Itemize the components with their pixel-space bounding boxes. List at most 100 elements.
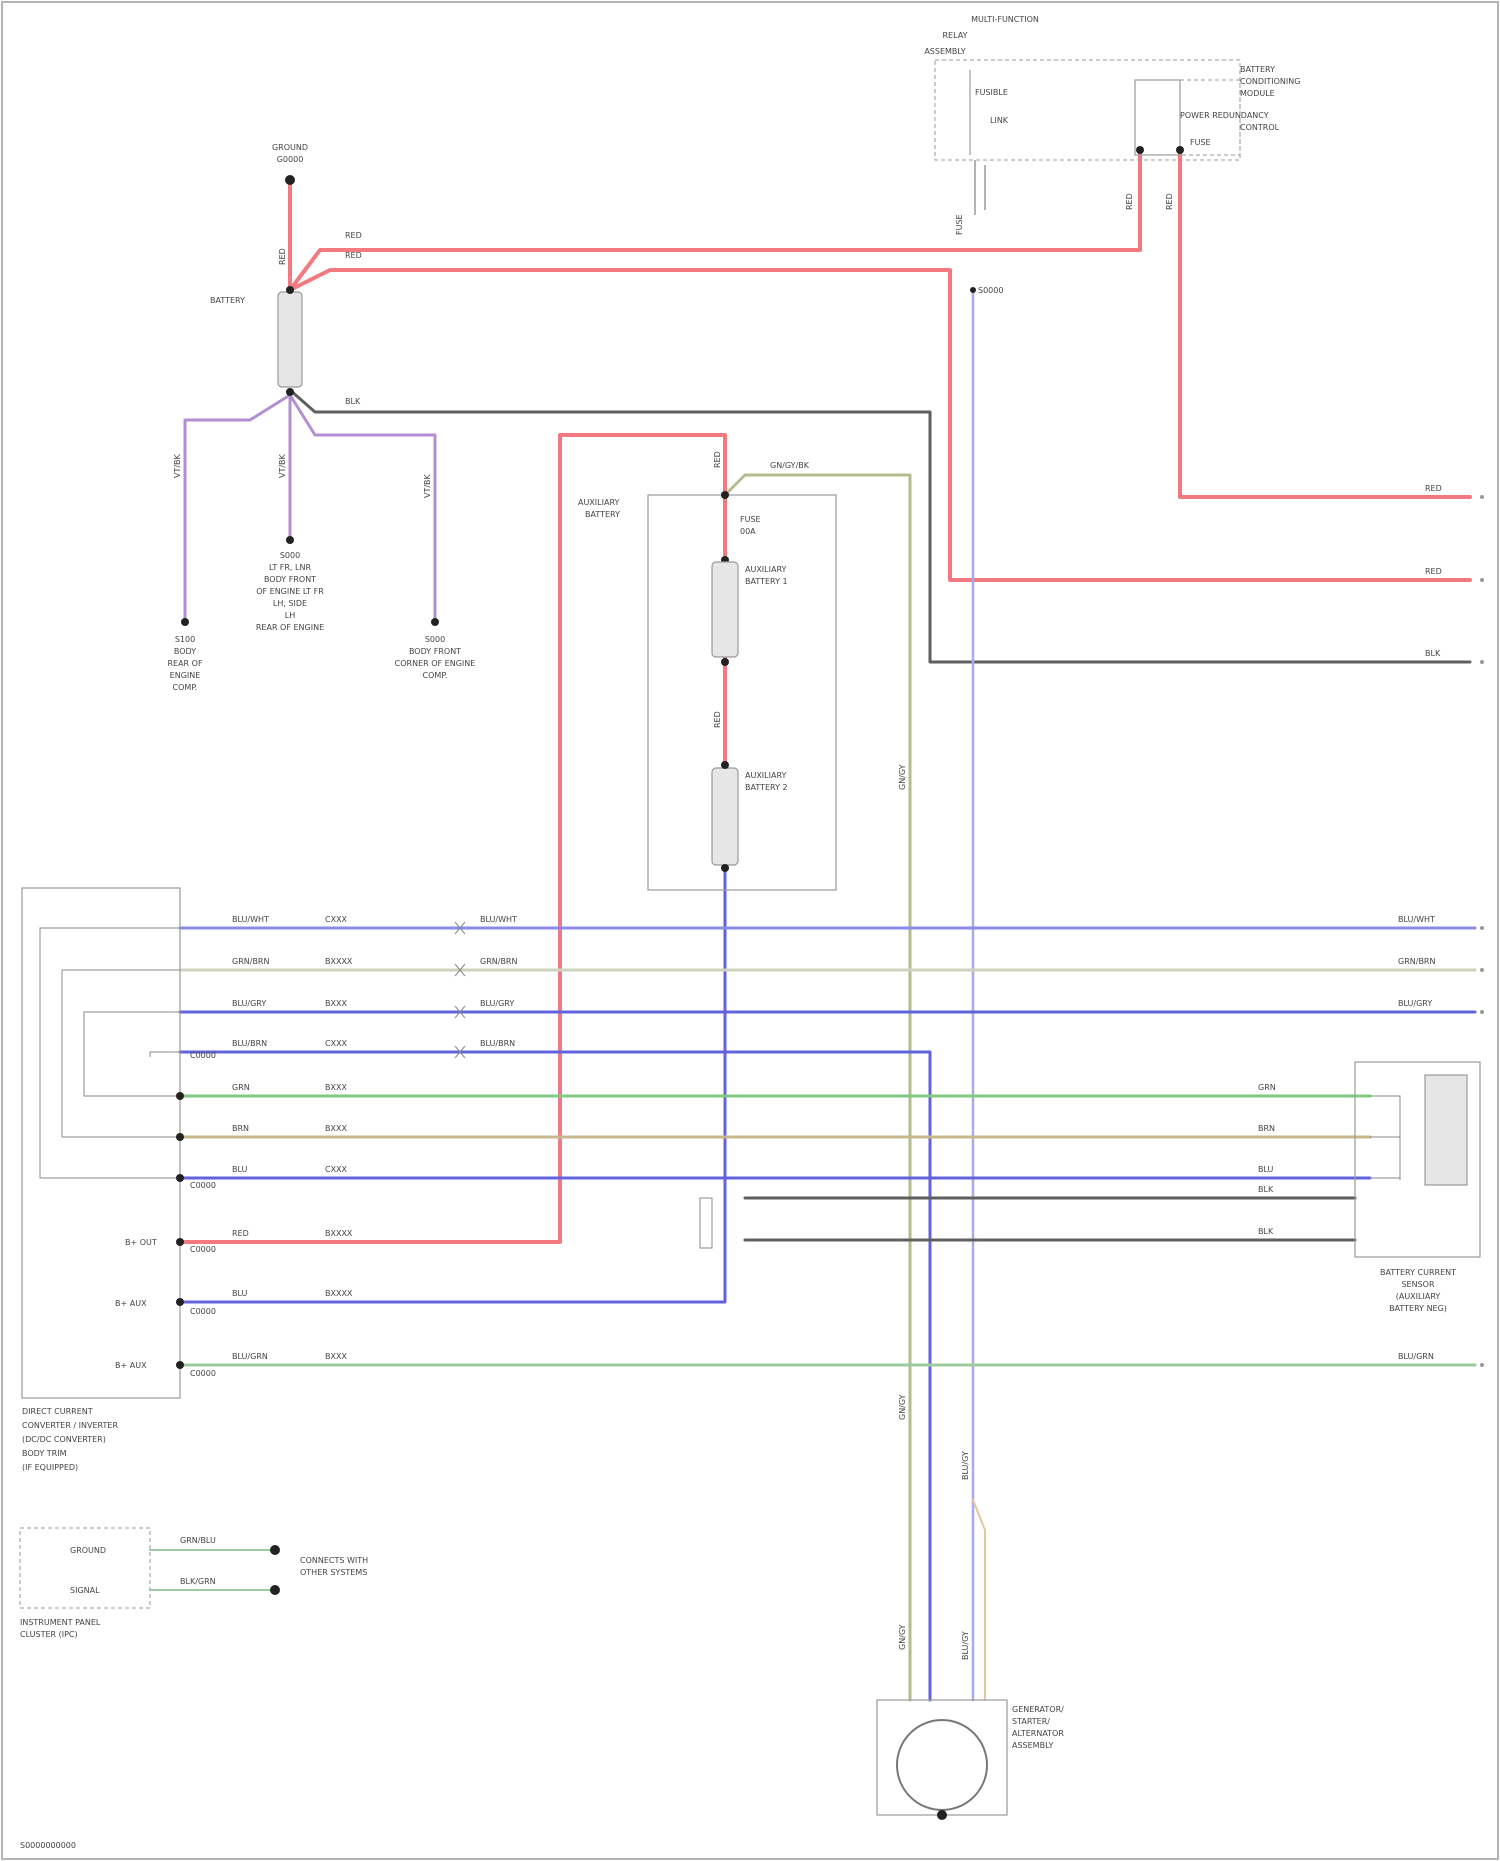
aux-fuse-label-2: 00A (740, 527, 756, 536)
row2-mid: BXXXX (325, 957, 353, 966)
wire-label-red-bcm-2: RED (1165, 193, 1174, 210)
row12-mid: BXXX (325, 1352, 347, 1361)
row4-mid: CXXX (325, 1039, 348, 1048)
row11-left: BLU (232, 1289, 248, 1298)
row7-end: BLU (1258, 1165, 1274, 1174)
row8-end: BLK (1258, 1185, 1274, 1194)
ground-label-2: G0000 (277, 155, 304, 164)
s2-label: S000 LT FR, LNR BODY FRONT OF ENGINE LT … (256, 551, 324, 632)
wire-red-right-1 (1180, 150, 1470, 497)
module-pin-baux-2: B+ AUX (115, 1361, 147, 1370)
aux-cell1-dot (721, 658, 729, 666)
motor-ground-dot (937, 1810, 947, 1820)
wire-label-green-vert-2: GN/GY (898, 1394, 907, 1420)
row12-left: BLU/GRN (232, 1352, 268, 1361)
row2-right: GRN/BRN (480, 957, 517, 966)
row9-end: BLK (1258, 1227, 1274, 1236)
row1-end: BLU/WHT (1398, 915, 1435, 924)
svg-text:POWER REDUNDANCY: POWER REDUNDANCY (1180, 111, 1269, 120)
svg-text:(AUXILIARY: (AUXILIARY (1396, 1292, 1441, 1301)
ipc-label-1: INSTRUMENT PANEL (20, 1618, 101, 1627)
module-trace-2 (62, 970, 180, 1137)
svg-text:ASSEMBLY: ASSEMBLY (1012, 1741, 1053, 1750)
svg-text:STARTER/: STARTER/ (1012, 1717, 1050, 1726)
wire-olive-aux (725, 475, 910, 1700)
svg-text:BODY: BODY (174, 647, 196, 656)
wire-label-aux-mid: RED (713, 711, 722, 728)
row2-end: GRN/BRN (1398, 957, 1435, 966)
fuse-box-label-1: MULTI-FUNCTION (971, 15, 1039, 24)
module-trace-4 (150, 1052, 180, 1057)
fuse-box-pin-wire (975, 160, 985, 215)
svg-text:REAR OF: REAR OF (167, 659, 202, 668)
motor-label: GENERATOR/ STARTER/ ALTERNATOR ASSEMBLY (1012, 1705, 1064, 1750)
battery-symbol (278, 292, 302, 387)
ipc-wire-1: GRN/BLU (180, 1536, 216, 1545)
wire-label-green-vert-1: GN/GY (898, 764, 907, 790)
svg-text:ENGINE: ENGINE (170, 671, 201, 680)
wire-label-blue-vert-2: BLU/GY (961, 1631, 970, 1660)
wire-label-red-top-2: RED (345, 251, 362, 260)
svg-text:CONDITIONING: CONDITIONING (1240, 77, 1300, 86)
row6-end: BRN (1258, 1124, 1275, 1133)
svg-text:BATTERY CURRENT: BATTERY CURRENT (1380, 1268, 1456, 1277)
svg-text:LT FR, LNR: LT FR, LNR (269, 563, 311, 572)
aux-cell1-label-2: BATTERY 1 (745, 577, 788, 586)
wire-blue-aux (180, 870, 725, 1302)
bcm-dot-1 (1136, 146, 1144, 154)
aux-battery-label-1: AUXILIARY (578, 498, 620, 507)
ipc-pin-2: SIGNAL (70, 1586, 100, 1595)
ground-dot (285, 175, 295, 185)
row5-end: GRN (1258, 1083, 1276, 1092)
wire-tan-motor (973, 1500, 985, 1700)
module-trace-1 (40, 928, 180, 1178)
sensor-element (1425, 1075, 1467, 1185)
svg-text:LH, SIDE: LH, SIDE (273, 599, 307, 608)
dcdc-module-box (22, 888, 180, 1398)
aux-cell2-label-2: BATTERY 2 (745, 783, 788, 792)
row10-left: RED (232, 1229, 249, 1238)
wire-gray-battery (290, 390, 1470, 662)
aux-fuse-dot-top (721, 491, 729, 499)
module-trace-3 (84, 1012, 180, 1096)
wire-label-violet-1: VT/BK (173, 453, 182, 478)
svg-text:BODY TRIM: BODY TRIM (22, 1449, 67, 1458)
splice-right-label: S0000 (978, 286, 1003, 295)
row5-left: GRN (232, 1083, 250, 1092)
wire-label-right-red-2: RED (1425, 567, 1442, 576)
wire-label-green-gy: GN/GY/BK (770, 461, 810, 470)
inline-connectors (455, 922, 465, 1058)
wire-label-violet-2: VT/BK (278, 453, 287, 478)
aux-cell2-dot-top (721, 761, 729, 769)
svg-text:S000: S000 (280, 551, 300, 560)
module-pin-bout: B+ OUT (125, 1238, 157, 1247)
svg-text:OF ENGINE LT FR: OF ENGINE LT FR (256, 587, 324, 596)
svg-text:MODULE: MODULE (1240, 89, 1275, 98)
battery-pos-dot (286, 286, 294, 294)
row4-left: BLU/BRN (232, 1039, 267, 1048)
svg-text:COMP.: COMP. (423, 671, 448, 680)
ipc-label-2: CLUSTER (IPC) (20, 1630, 78, 1639)
aux-cell-1 (712, 562, 738, 657)
row3-left: BLU/GRY (232, 999, 266, 1008)
row3-mid: BXXX (325, 999, 347, 1008)
ground-label-1: GROUND (272, 143, 308, 152)
svg-text:(IF EQUIPPED): (IF EQUIPPED) (22, 1463, 78, 1472)
row4-right: BLU/BRN (480, 1039, 515, 1048)
wire-label-aux-red: RED (713, 451, 722, 468)
svg-text:BATTERY: BATTERY (1240, 65, 1275, 74)
wire-row-4 (180, 1052, 930, 1700)
wire-label-red-bcm-1: RED (1125, 193, 1134, 210)
dcdc-module-label: DIRECT CURRENT CONVERTER / INVERTER (DC/… (22, 1407, 118, 1472)
row7-mid: CXXX (325, 1165, 348, 1174)
row3-right: BLU/GRY (480, 999, 514, 1008)
svg-text:SENSOR: SENSOR (1401, 1280, 1434, 1289)
fuse-box-fuse-pin: FUSE (955, 214, 964, 235)
fuse-box-label-2: RELAY (943, 31, 968, 40)
svg-text:GENERATOR/: GENERATOR/ (1012, 1705, 1064, 1714)
ipc-wire-2: BLK/GRN (180, 1577, 216, 1586)
fuse-box-link: LINK (990, 116, 1009, 125)
bcm-box (1135, 80, 1180, 155)
aux-cell2-label-1: AUXILIARY (745, 771, 787, 780)
